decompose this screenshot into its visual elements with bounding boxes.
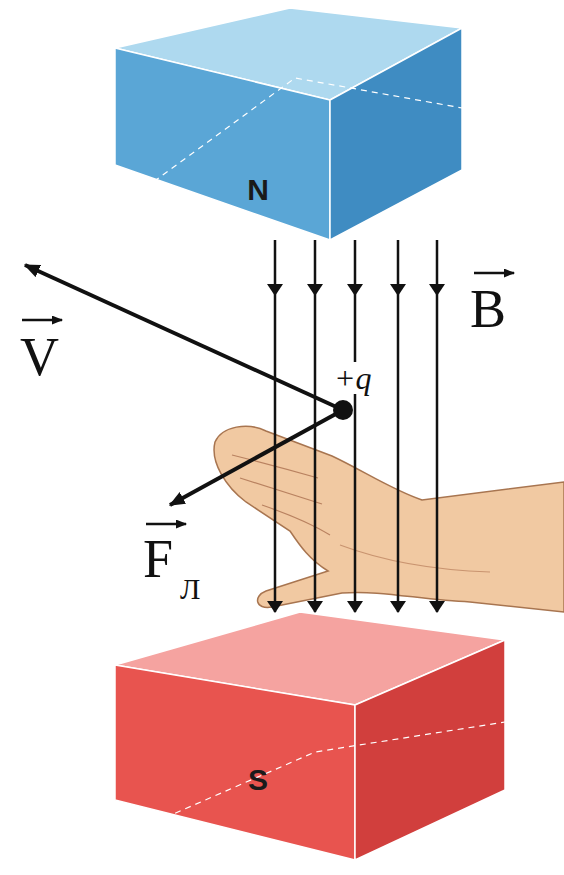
magnet-side-face xyxy=(330,28,462,240)
magnet-side-face xyxy=(355,640,505,860)
hidden-edge xyxy=(145,78,462,188)
velocity-arrow xyxy=(25,265,343,410)
finger-crease xyxy=(262,505,330,535)
velocity-label: V xyxy=(20,330,59,384)
hidden-edge xyxy=(155,722,505,822)
force-label: F xyxy=(143,532,173,586)
magnet-front-face xyxy=(115,665,355,860)
field-line xyxy=(354,240,357,612)
field-line xyxy=(397,240,400,612)
palm-shade xyxy=(340,545,490,572)
vector-mark xyxy=(22,319,62,322)
magnet-shape xyxy=(115,612,505,860)
field-label: B xyxy=(470,282,506,336)
vector-mark xyxy=(146,523,186,526)
force-subscript: Л xyxy=(180,574,200,604)
field-line xyxy=(314,240,317,612)
pole-letter: S xyxy=(248,765,268,795)
finger-crease xyxy=(240,478,322,504)
vector-mark xyxy=(474,272,514,275)
magnet-front-face xyxy=(115,48,330,240)
field-line xyxy=(436,240,439,612)
pole-letter: N xyxy=(247,175,269,205)
magnet: S xyxy=(115,612,505,860)
force-arrow xyxy=(170,410,343,505)
magnet-shape xyxy=(115,8,462,240)
charge-dot xyxy=(333,400,353,420)
charge-label: +q xyxy=(332,362,374,394)
field-line xyxy=(274,240,277,612)
magnet: N xyxy=(115,8,462,240)
